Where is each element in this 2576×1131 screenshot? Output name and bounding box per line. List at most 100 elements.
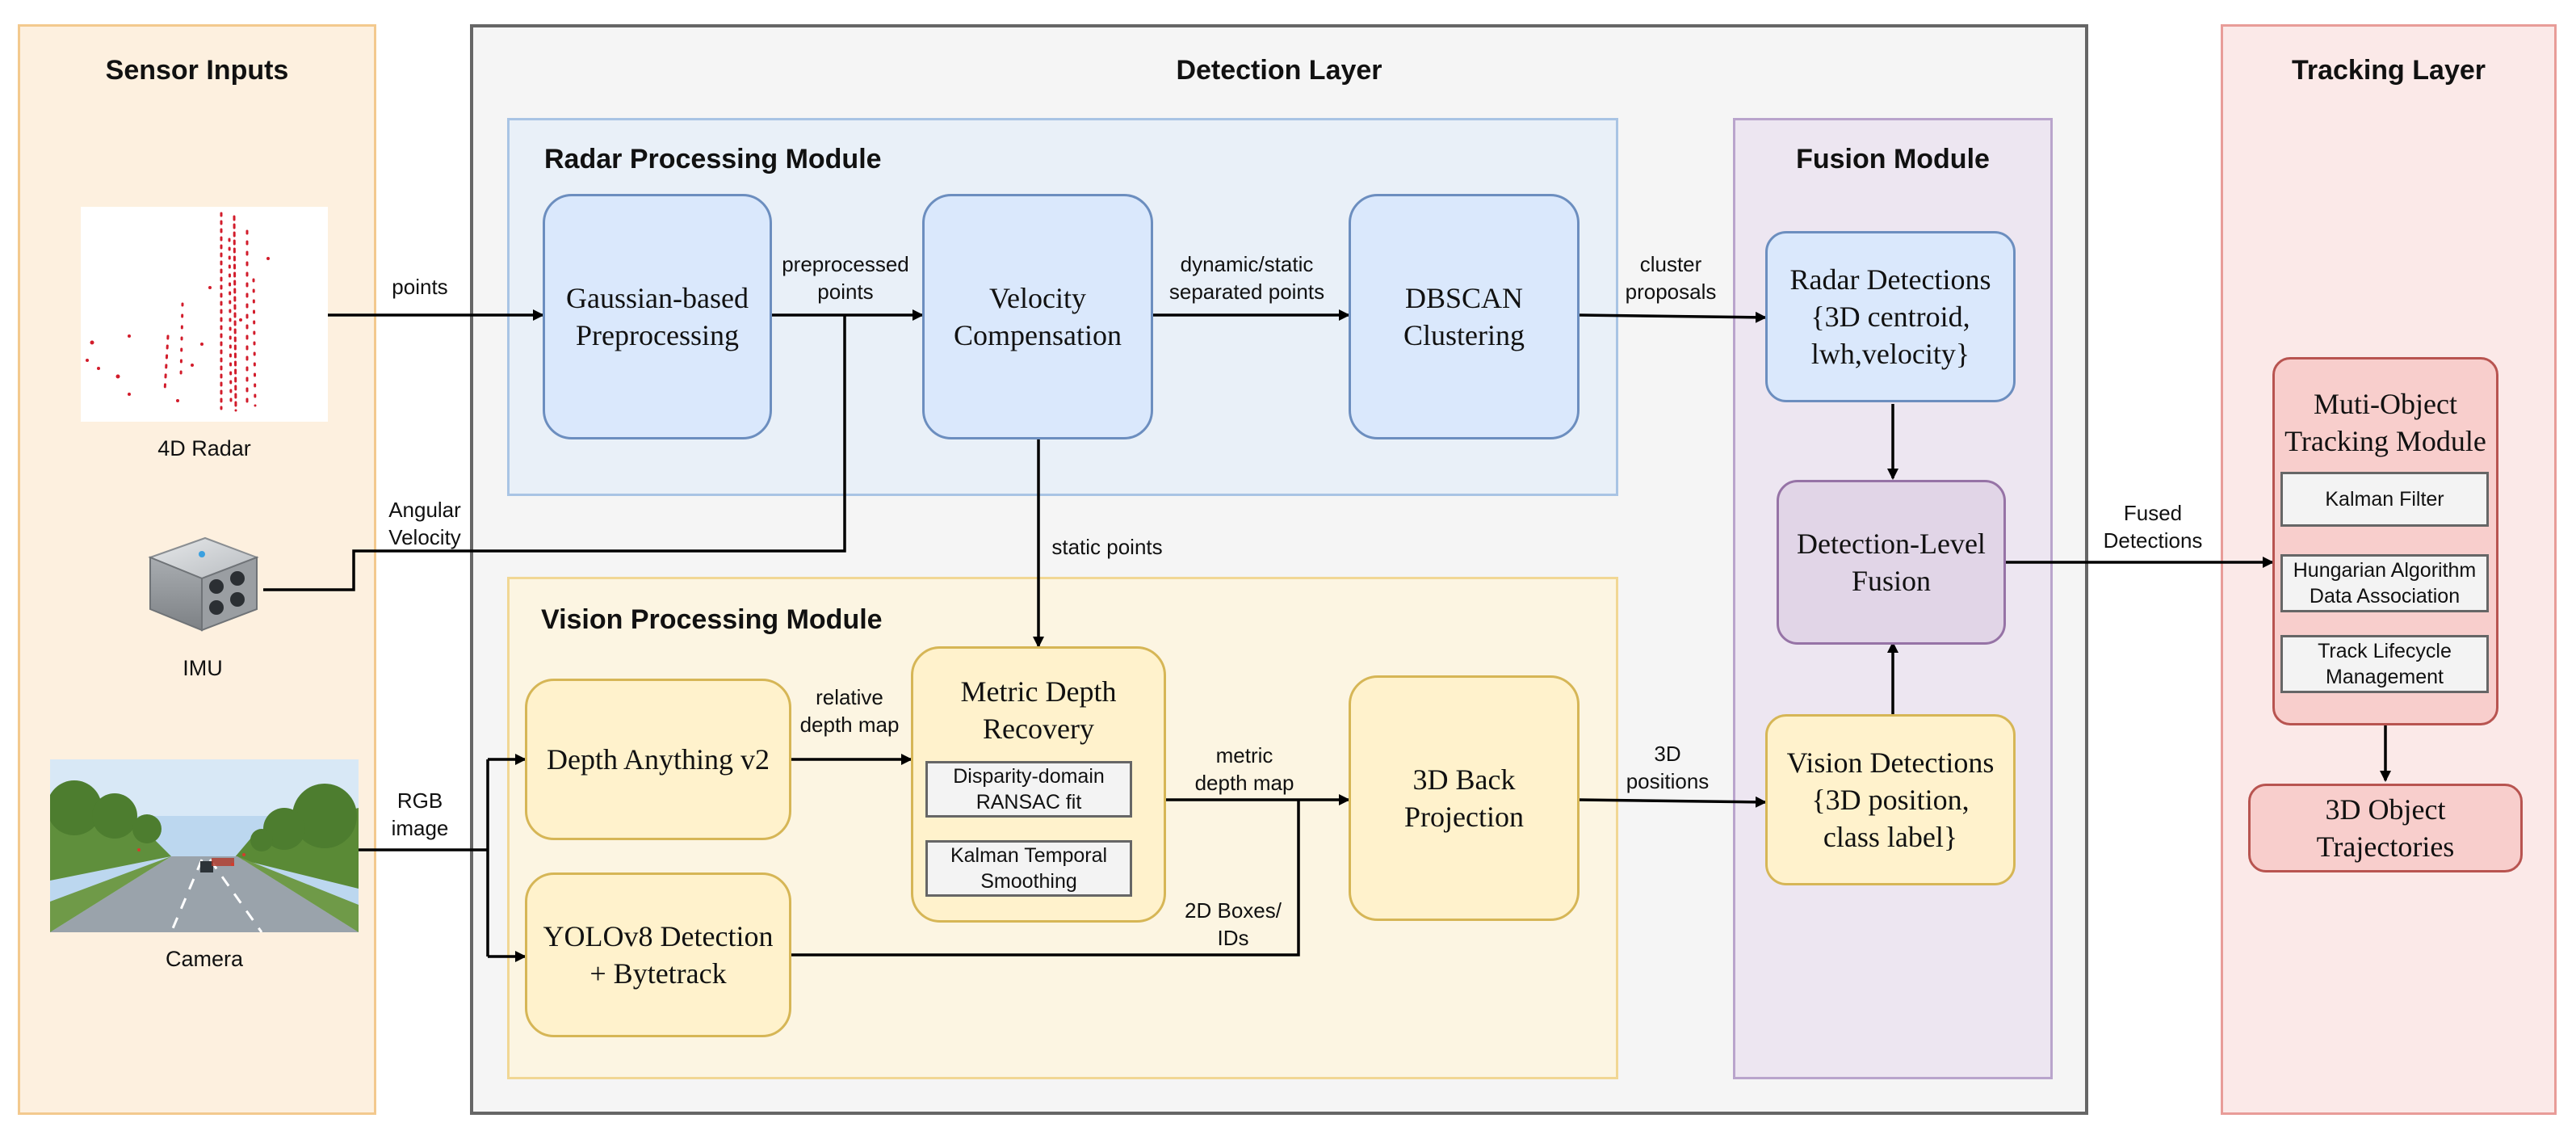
object-trajectories-node: 3D Object Trajectories xyxy=(2248,784,2523,872)
label-line: Fused xyxy=(2123,501,2183,525)
label-line: depth map xyxy=(1194,771,1294,795)
label-line: Detections xyxy=(2103,528,2203,553)
node-line: Clustering xyxy=(1403,319,1525,351)
camera-road-image xyxy=(50,759,359,932)
node-line: Recovery xyxy=(983,713,1094,745)
fusion-module-title: Fusion Module xyxy=(1796,144,1990,174)
depth-anything-node: Depth Anything v2 xyxy=(525,679,791,840)
label-line: separated points xyxy=(1168,280,1325,304)
node-line: Metric Depth xyxy=(960,675,1117,708)
node-line: + Bytetrack xyxy=(589,957,727,990)
camera-caption: Camera xyxy=(165,947,244,971)
label-line: dynamic/static xyxy=(1180,252,1314,276)
arrow-dbscan-to-radar-detections xyxy=(1579,311,1767,323)
node-line: Fusion xyxy=(1851,565,1932,597)
inner-line: Kalman Filter xyxy=(2325,488,2444,511)
edge-label-relative-depth: relative depth map xyxy=(791,683,908,738)
imu-caption: IMU xyxy=(183,656,223,680)
label-line: depth map xyxy=(799,713,900,737)
inner-line: Track Lifecycle xyxy=(2318,640,2452,662)
edge-label-points: points xyxy=(380,273,460,301)
node-line: DBSCAN xyxy=(1404,282,1524,314)
imu-device-image xyxy=(148,536,259,632)
sensor-inputs-title: Sensor Inputs xyxy=(105,55,289,86)
node-line: lwh,velocity} xyxy=(1810,338,1970,370)
edge-label-boxes-ids: 2D Boxes/ IDs xyxy=(1173,897,1294,952)
inner-line: Kalman Temporal xyxy=(950,844,1108,867)
tracking-layer-title: Tracking Layer xyxy=(2291,55,2486,86)
label-line: 3D xyxy=(1654,742,1681,766)
label-line: 2D Boxes/ xyxy=(1185,898,1282,923)
inner-line: RANSAC fit xyxy=(975,791,1082,814)
label-line: Angular xyxy=(388,498,461,522)
node-line: Velocity xyxy=(989,282,1086,314)
node-line: {3D position, xyxy=(1811,784,1970,816)
label-line: proposals xyxy=(1625,280,1717,304)
label-line: relative xyxy=(816,685,883,709)
kalman-temporal-smoothing-box: Kalman Temporal Smoothing xyxy=(925,840,1132,897)
label-line: points xyxy=(392,275,448,299)
node-line: Trajectories xyxy=(2316,830,2455,863)
label-line: static points xyxy=(1051,535,1163,559)
track-lifecycle-box: Track Lifecycle Management xyxy=(2280,635,2489,693)
arrow-yolo-boxes xyxy=(791,800,1300,957)
edge-label-static-points: static points xyxy=(1038,533,1176,561)
node-line: {3D centroid, xyxy=(1810,301,1970,333)
node-line: Detection-Level xyxy=(1797,528,1986,560)
node-line: Muti-Object xyxy=(2314,388,2457,420)
velocity-compensation-node: Velocity Compensation xyxy=(922,194,1153,439)
label-line: positions xyxy=(1626,769,1710,793)
inner-line: Data Association xyxy=(2309,585,2461,608)
arrow-imu-angular-velocity xyxy=(263,315,846,591)
node-line: Depth Anything v2 xyxy=(547,743,770,776)
label-line: Velocity xyxy=(388,525,461,549)
label-line: RGB xyxy=(396,788,443,813)
inner-line: Disparity-domain xyxy=(953,765,1105,788)
label-line: cluster xyxy=(1639,252,1702,276)
node-line: Tracking Module xyxy=(2284,425,2486,457)
yolo-bytetrack-node: YOLOv8 Detection + Bytetrack xyxy=(525,872,791,1037)
node-line: YOLOv8 Detection xyxy=(543,920,774,952)
arrow-backprojection-to-vision-detections xyxy=(1579,796,1767,808)
edge-label-angular-velocity: Angular Velocity xyxy=(368,496,481,551)
back-projection-node: 3D Back Projection xyxy=(1349,675,1580,921)
radar-detections-node: Radar Detections {3D centroid, lwh,veloc… xyxy=(1765,231,2016,402)
label-line: IDs xyxy=(1217,926,1249,950)
edge-label-metric-depth: metric depth map xyxy=(1168,742,1321,797)
radar-caption: 4D Radar xyxy=(157,436,251,460)
node-line: 3D Back xyxy=(1412,763,1516,796)
node-line: Gaussian-based xyxy=(566,282,749,314)
edge-label-cluster-proposals: cluster proposals xyxy=(1602,250,1739,305)
radar-module-title: Radar Processing Module xyxy=(544,144,882,174)
label-line: points xyxy=(817,280,874,304)
edge-label-fused-detections: Fused Detections xyxy=(2088,499,2217,554)
detection-level-fusion-node: Detection-Level Fusion xyxy=(1777,480,2006,645)
edge-label-dynamic-static: dynamic/static separated points xyxy=(1153,250,1340,305)
label-line: image xyxy=(391,816,449,840)
node-line: Compensation xyxy=(954,319,1122,351)
label-line: metric xyxy=(1215,743,1273,767)
inner-line: Management xyxy=(2326,666,2444,688)
node-line: Radar Detections xyxy=(1789,263,1991,296)
inner-line: Hungarian Algorithm xyxy=(2293,559,2477,582)
vision-detections-node: Vision Detections {3D position, class la… xyxy=(1765,714,2016,885)
node-line: 3D Object xyxy=(2325,793,2446,826)
dbscan-clustering-node: DBSCAN Clustering xyxy=(1349,194,1580,439)
edge-label-3d-positions: 3D positions xyxy=(1607,740,1728,795)
inner-line: Smoothing xyxy=(980,870,1077,893)
node-line: Projection xyxy=(1404,801,1524,833)
node-line: Preprocessing xyxy=(576,319,739,351)
label-line: preprocessed xyxy=(782,252,909,276)
edge-label-rgb-image: RGB image xyxy=(373,787,467,842)
node-line: class label} xyxy=(1823,821,1958,853)
edge-label-preprocessed-points: preprocessed points xyxy=(769,250,922,305)
ransac-fit-box: Disparity-domain RANSAC fit xyxy=(925,761,1132,818)
hungarian-algorithm-box: Hungarian Algorithm Data Association xyxy=(2280,554,2489,612)
kalman-filter-box: Kalman Filter xyxy=(2280,472,2489,527)
radar-point-cloud-image xyxy=(81,207,328,422)
detection-layer-title: Detection Layer xyxy=(1176,55,1382,86)
vision-module-title: Vision Processing Module xyxy=(541,604,883,635)
node-line: Vision Detections xyxy=(1786,746,1995,779)
gaussian-preprocessing-node: Gaussian-based Preprocessing xyxy=(543,194,772,439)
